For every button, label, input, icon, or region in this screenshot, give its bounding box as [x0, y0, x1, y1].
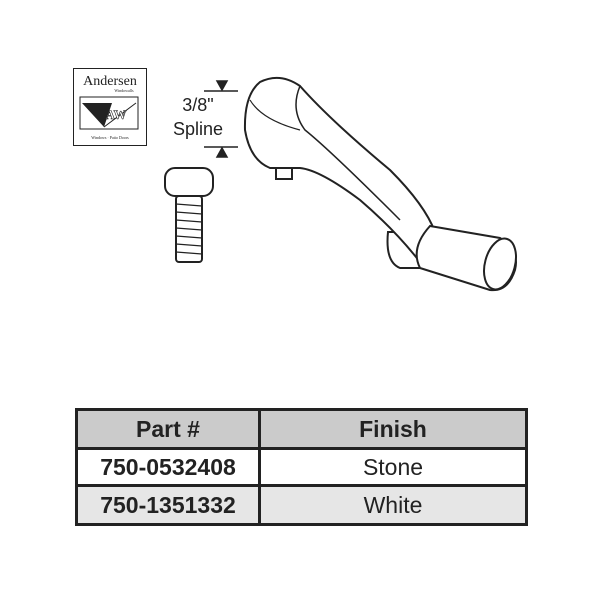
svg-text:Windows · Patio Doors: Windows · Patio Doors — [91, 135, 129, 140]
finish-cell: Stone — [258, 447, 528, 487]
header-part-number: Part # — [75, 408, 261, 450]
table-row: 750-1351332 White — [75, 484, 528, 526]
table-row: 750-0532408 Stone — [75, 447, 528, 487]
part-number-cell: 750-1351332 — [75, 484, 261, 526]
spline-screw-icon — [164, 167, 214, 263]
spline-label: Spline — [172, 119, 224, 139]
svg-text:Andersen: Andersen — [83, 74, 137, 89]
andersen-logo-graphic: Andersen Windowalls AW Windows · Patio D… — [79, 74, 139, 140]
spline-size: 3/8" — [182, 95, 214, 115]
crank-handle-drawing — [164, 76, 517, 292]
dimension-markers — [204, 80, 238, 158]
header-finish: Finish — [258, 408, 528, 450]
part-number-cell: 750-0532408 — [75, 447, 261, 487]
crank-handle-icon — [243, 76, 517, 292]
svg-text:Windowalls: Windowalls — [114, 88, 134, 93]
svg-text:AW: AW — [106, 107, 127, 122]
finish-cell: White — [258, 484, 528, 526]
table-header-row: Part # Finish — [75, 408, 528, 450]
parts-table: Part # Finish 750-0532408 Stone 750-1351… — [75, 408, 528, 526]
andersen-logo: Andersen Windowalls AW Windows · Patio D… — [73, 68, 147, 146]
